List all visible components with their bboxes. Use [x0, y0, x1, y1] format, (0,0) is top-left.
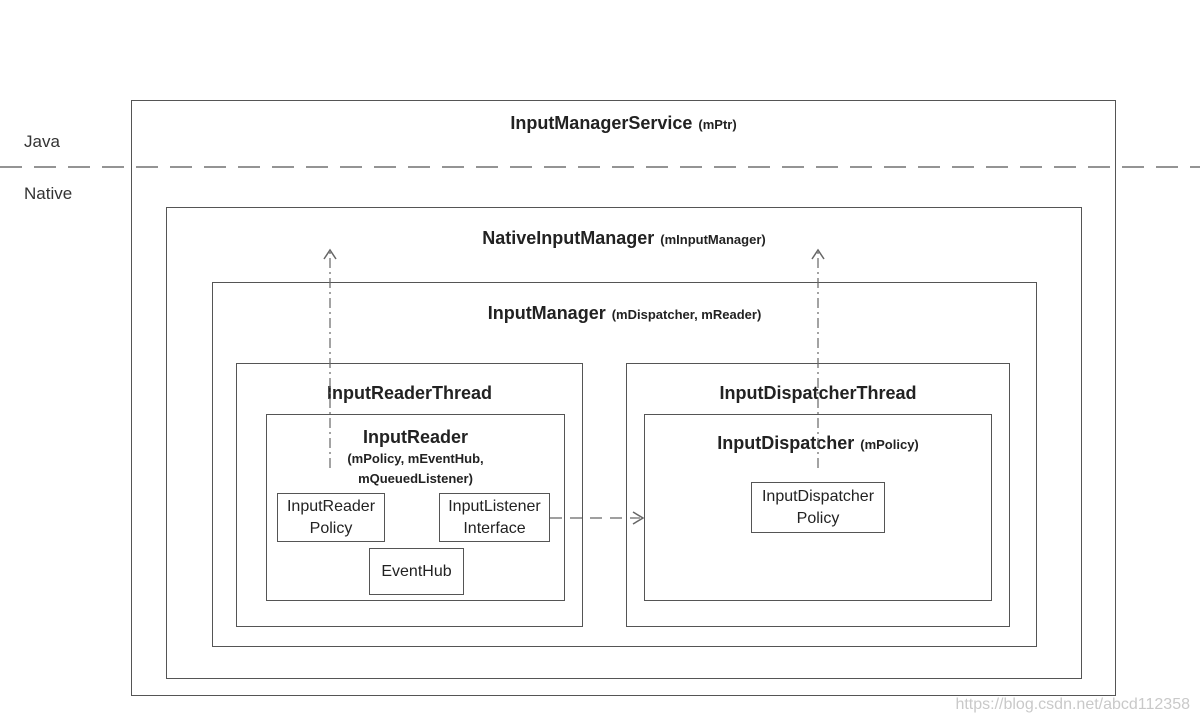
reader-thread-arrow-head — [323, 248, 337, 260]
input-dispatcher-name: InputDispatcher — [717, 433, 855, 453]
native-input-manager-name: NativeInputManager — [482, 228, 655, 248]
input-reader-title: InputReader — [267, 427, 564, 448]
input-reader-policy-box: InputReader Policy — [277, 493, 385, 542]
input-reader-thread-title: InputReaderThread — [237, 383, 582, 404]
input-reader-name: InputReader — [362, 427, 468, 447]
native-layer-label: Native — [24, 184, 73, 203]
input-manager-box: InputManager (mDispatcher, mReader) — [212, 282, 1037, 647]
input-reader-box: InputReader (mPolicy, mEventHub, mQueued… — [266, 414, 565, 601]
input-reader-thread-name: InputReaderThread — [326, 383, 493, 403]
input-dispatcher-field: (mPolicy) — [860, 437, 919, 452]
input-manager-service-box: InputManagerService (mPtr) — [131, 100, 1116, 696]
input-dispatcher-policy-line1: InputDispatcher — [761, 487, 875, 505]
native-input-manager-field: (mInputManager) — [660, 232, 766, 247]
input-reader-thread-box: InputReaderThread — [236, 363, 583, 627]
input-listener-interface-line1: InputListener — [448, 497, 541, 515]
input-reader-policy-line2: Policy — [309, 519, 353, 537]
input-reader-fields-line2: mQueuedListener) — [358, 471, 473, 486]
input-manager-service-title: InputManagerService (mPtr) — [132, 113, 1115, 134]
event-hub-label: EventHub — [381, 562, 452, 580]
input-reader-fields-line1: (mPolicy, mEventHub, — [347, 451, 484, 466]
native-input-manager-title: NativeInputManager (mInputManager) — [167, 228, 1081, 249]
listener-to-dispatcher-arrow-head — [632, 511, 645, 525]
input-manager-field: (mDispatcher, mReader) — [611, 307, 762, 322]
event-hub-box: EventHub — [369, 548, 464, 595]
input-manager-name: InputManager — [487, 303, 606, 323]
watermark-text: https://blog.csdn.net/abcd112358 — [955, 696, 1190, 713]
dispatcher-thread-arrow-head — [811, 248, 825, 260]
input-dispatcher-policy-line2: Policy — [796, 509, 840, 527]
input-manager-service-name: InputManagerService — [510, 113, 693, 133]
input-manager-title: InputManager (mDispatcher, mReader) — [213, 303, 1036, 324]
input-reader-fields: (mPolicy, mEventHub, mQueuedListener) — [267, 449, 564, 489]
input-manager-service-field: (mPtr) — [698, 117, 737, 132]
java-layer-label: Java — [24, 132, 60, 151]
input-dispatcher-box: InputDispatcher (mPolicy) — [644, 414, 992, 601]
input-dispatcher-policy-box: InputDispatcher Policy — [751, 482, 885, 533]
input-listener-interface-line2: Interface — [463, 519, 526, 537]
input-dispatcher-title: InputDispatcher (mPolicy) — [645, 433, 991, 454]
native-input-manager-box: NativeInputManager (mInputManager) — [166, 207, 1082, 679]
input-reader-policy-line1: InputReader — [286, 497, 376, 515]
input-listener-interface-box: InputListener Interface — [439, 493, 550, 542]
